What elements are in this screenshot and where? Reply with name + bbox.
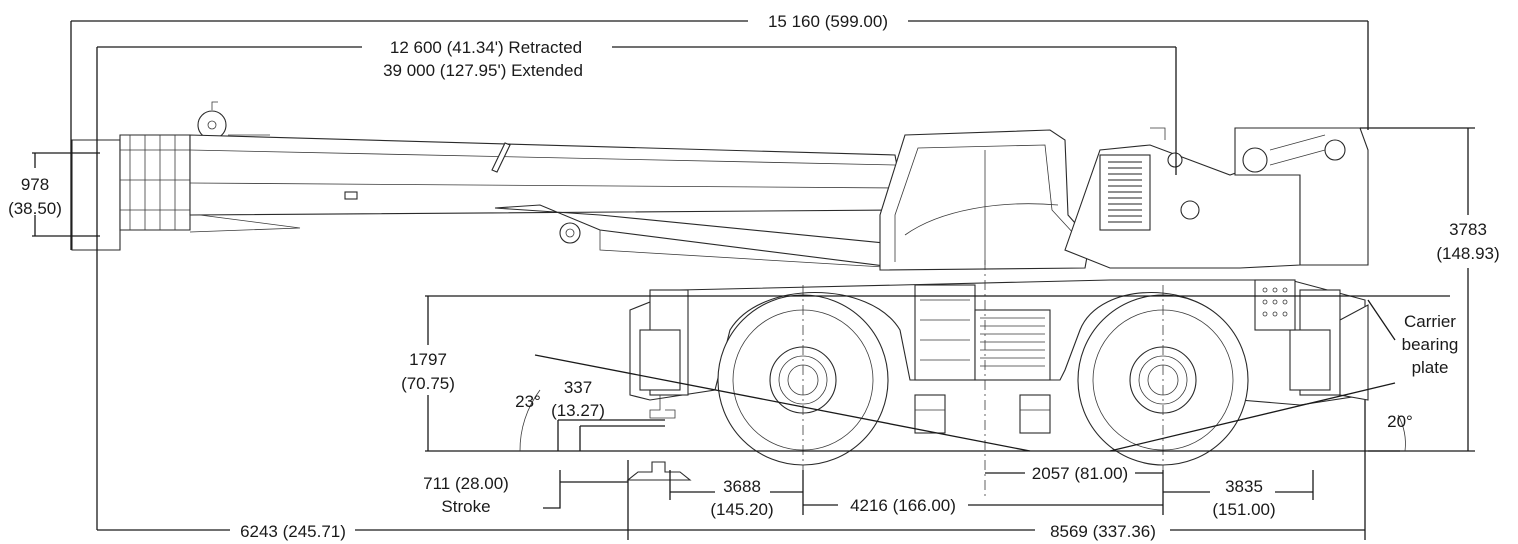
stroke-label: Stroke — [441, 497, 490, 516]
carrier-bearing-label-2: bearing — [1402, 335, 1459, 354]
rotation-to-rear-axle-label: 2057 (81.00) — [1032, 464, 1128, 483]
boom-retracted-label: 12 600 (41.34') Retracted — [390, 38, 582, 57]
bearing-height-in: (70.75) — [401, 374, 455, 393]
front-overhang-mm: 3688 — [723, 477, 761, 496]
carrier-length-label: 8569 (337.36) — [1050, 522, 1156, 541]
engine-grille — [1108, 161, 1142, 223]
rear-overhang-mm: 3835 — [1225, 477, 1263, 496]
rear-overhang-in: (151.00) — [1212, 500, 1275, 519]
crane-outline — [71, 101, 1369, 500]
departure-angle: 20° — [1387, 412, 1413, 431]
outrigger-pad-in: (13.27) — [551, 401, 605, 420]
boom-overhang-label: 6243 (245.71) — [240, 522, 346, 541]
outrigger-pad-mm: 337 — [564, 378, 592, 397]
boom-head-height-in: (38.50) — [8, 199, 62, 218]
dimension-labels: 15 160 (599.00) 12 600 (41.34') Retracte… — [8, 12, 1500, 541]
bearing-height-mm: 1797 — [409, 350, 447, 369]
overall-length-label: 15 160 (599.00) — [768, 12, 888, 31]
overall-height-in: (148.93) — [1436, 244, 1499, 263]
carrier-bearing-label-3: plate — [1412, 358, 1449, 377]
boom-head-height-mm: 978 — [21, 175, 49, 194]
dimension-lines — [32, 20, 1475, 540]
wheelbase-label: 4216 (166.00) — [850, 496, 956, 515]
front-overhang-in: (145.20) — [710, 500, 773, 519]
boom-extended-label: 39 000 (127.95') Extended — [383, 61, 583, 80]
carrier-bearing-label-1: Carrier — [1404, 312, 1456, 331]
approach-angle: 23° — [515, 392, 541, 411]
overall-height-mm: 3783 — [1449, 220, 1487, 239]
stroke-value: 711 (28.00) — [423, 474, 509, 493]
